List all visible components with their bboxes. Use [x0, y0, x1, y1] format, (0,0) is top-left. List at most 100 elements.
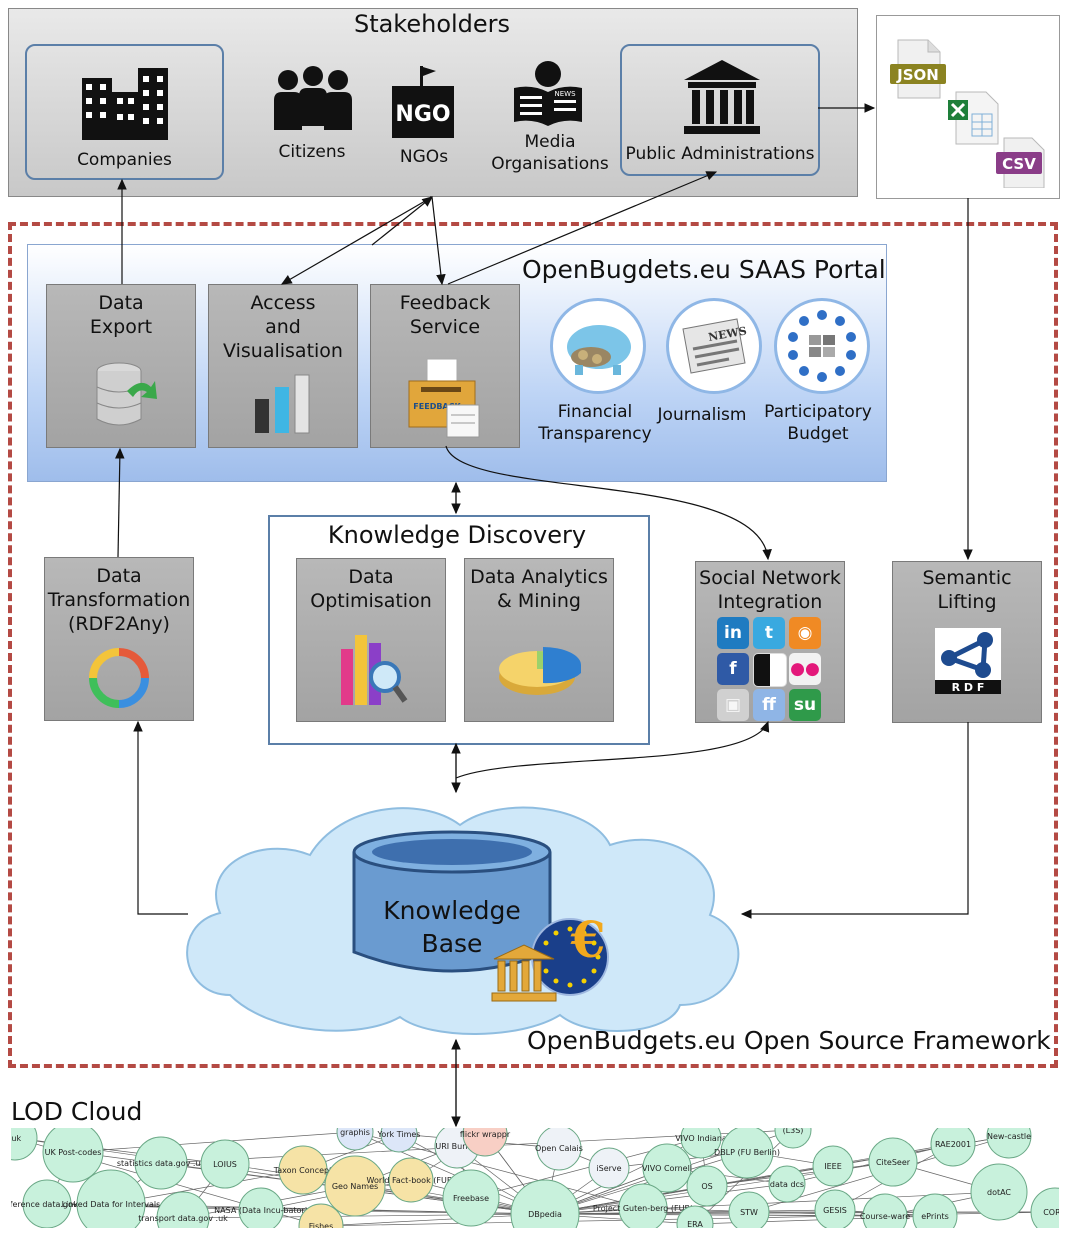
- public-administrations-box[interactable]: Public Administrations: [620, 44, 820, 176]
- lod-node-circle: [462, 1128, 508, 1157]
- participatory-budget-line1: Participatory: [764, 402, 872, 422]
- lod-node-circle: [336, 1128, 374, 1151]
- lod-node-label: VIVO Indiana: [675, 1134, 727, 1143]
- lod-node-label: data dcs: [770, 1180, 804, 1189]
- friendfeed-icon[interactable]: ff: [753, 689, 785, 721]
- framework-label: OpenBudgets.eu Open Source Framework: [527, 1026, 1051, 1055]
- feedback-service-box[interactable]: Feedback Service FEEDBACK: [370, 284, 520, 448]
- companies-box[interactable]: Companies: [25, 44, 224, 180]
- twitter-icon[interactable]: t: [753, 617, 785, 649]
- lod-node: ePrints: [912, 1193, 958, 1228]
- lod-node: LOIUS: [200, 1139, 250, 1189]
- financial-transparency-line1: Financial: [557, 402, 633, 422]
- delicious-icon[interactable]: [753, 653, 787, 687]
- data-export-box[interactable]: Data Export: [46, 284, 196, 448]
- ngo-badge-text: NGO: [395, 102, 450, 127]
- lod-node-circle: [618, 1183, 668, 1228]
- data-transformation-box[interactable]: Data Transformation (RDF2Any): [44, 557, 194, 721]
- semantic-to-kb-arrow: [740, 722, 969, 919]
- social-network-box[interactable]: Social Network Integration in t ◉ f ●● ▣…: [695, 561, 845, 723]
- to-feedback-arrow: [431, 196, 446, 286]
- lod-node-circle: [814, 1189, 856, 1228]
- lod-node-circle: [588, 1147, 630, 1189]
- analytics-line2: & Mining: [497, 590, 581, 612]
- lod-node-label: Project Guten-berg (FUB): [593, 1204, 693, 1213]
- feedback-line2: Service: [409, 316, 481, 338]
- lod-node-label: LOIUS: [213, 1160, 237, 1169]
- lod-node-circle: [642, 1143, 692, 1193]
- lod-node: data dcs: [768, 1165, 806, 1203]
- lod-node-circle: [768, 1165, 806, 1203]
- lod-node: .uk: [11, 1128, 38, 1161]
- lod-node-label: New-castle: [987, 1132, 1031, 1141]
- json-file-icon: JSON: [890, 39, 946, 99]
- lod-node-label: dotAC: [987, 1188, 1011, 1197]
- lod-node-label: DBpedia: [528, 1210, 562, 1219]
- myspace-icon[interactable]: ▣: [717, 689, 749, 721]
- semantic-lifting-box[interactable]: Semantic Lifting R D F: [892, 561, 1042, 723]
- linkedin-icon[interactable]: in: [717, 617, 749, 649]
- facebook-icon[interactable]: f: [717, 653, 749, 685]
- csv-label: CSV: [1002, 155, 1036, 173]
- lod-node-circle: [380, 1128, 418, 1153]
- participatory-budget-line2: Budget: [787, 424, 849, 444]
- lod-node-circle: [134, 1136, 188, 1190]
- to-ngos-arrow: [371, 196, 433, 246]
- news-badge-text: NEWS: [554, 90, 576, 98]
- lod-node-circle: [278, 1145, 328, 1195]
- lod-node-label: CiteSeer: [876, 1158, 911, 1167]
- lod-node-label: ePrints: [921, 1212, 949, 1221]
- lod-node: Taxon Concept: [273, 1145, 333, 1195]
- flickr-icon[interactable]: ●●: [789, 653, 821, 685]
- media-label-line1: Media: [524, 132, 576, 152]
- lod-node-label: URI Burner: [435, 1142, 479, 1151]
- lod-node-circle: [676, 1205, 714, 1228]
- lod-node-label: DBLP (FU Berlin): [714, 1148, 780, 1157]
- lod-node-label: .uk: [11, 1134, 21, 1143]
- refresh-cycle-icon: [89, 648, 149, 708]
- bar-chart-icon: [255, 374, 310, 434]
- stumbleupon-icon[interactable]: su: [789, 689, 821, 721]
- access-visualisation-box[interactable]: Access and Visualisation: [208, 284, 358, 448]
- lod-node-label: York Times: [377, 1130, 421, 1139]
- lod-node-circle: [986, 1128, 1032, 1159]
- lod-node: GESIS: [814, 1189, 856, 1228]
- piggy-bank-icon: [550, 298, 646, 394]
- financial-transparency-line2: Transparency: [538, 424, 652, 444]
- rss-icon[interactable]: ◉: [789, 617, 821, 649]
- lod-node-label: graphis: [340, 1128, 370, 1137]
- knowledge-base-cylinder[interactable]: [350, 830, 560, 990]
- transformation-line2: Transformation: [47, 589, 191, 611]
- to-access-arrow: [280, 196, 433, 285]
- lod-node: VIVO Indiana: [675, 1128, 727, 1159]
- lod-node-circle: [42, 1128, 104, 1183]
- lod-node: UK Post-codes: [42, 1128, 104, 1183]
- lod-node-circle: [200, 1139, 250, 1189]
- lod-node-circle: [22, 1179, 72, 1228]
- lod-node: DBLP (FU Berlin): [714, 1128, 780, 1179]
- lod-node-circle: [774, 1128, 812, 1149]
- lod-node-circle: [930, 1128, 976, 1167]
- lod-node-label: Taxon Concept: [273, 1166, 333, 1175]
- lod-node-label: CORD: [1043, 1208, 1059, 1217]
- citizens-label: Citizens: [278, 142, 346, 162]
- file-formats-icons: JSON CSV: [890, 39, 1045, 188]
- database-export-icon: [96, 362, 157, 426]
- lod-node-circle: [298, 1203, 344, 1228]
- lod-node-label: World Fact-book (FUB): [367, 1176, 456, 1185]
- data-analytics-mining-box[interactable]: Data Analytics & Mining: [464, 558, 614, 722]
- data-export-line2: Export: [89, 316, 153, 338]
- lod-node: CiteSeer: [868, 1137, 918, 1187]
- transformation-line1: Data: [96, 565, 142, 587]
- knowledge-discovery-title: Knowledge Discovery: [327, 521, 587, 549]
- lod-edge: [320, 1213, 546, 1227]
- semantic-line1: Semantic: [922, 567, 1012, 589]
- lod-node-label: IEEE: [824, 1162, 842, 1171]
- knowledge-base-label: Knowledge Base: [360, 894, 544, 960]
- data-export-line1: Data: [98, 292, 144, 314]
- lod-node-circle: [862, 1193, 908, 1228]
- open-source-framework-border: [8, 222, 1058, 1068]
- data-optimisation-box[interactable]: Data Optimisation: [296, 558, 446, 722]
